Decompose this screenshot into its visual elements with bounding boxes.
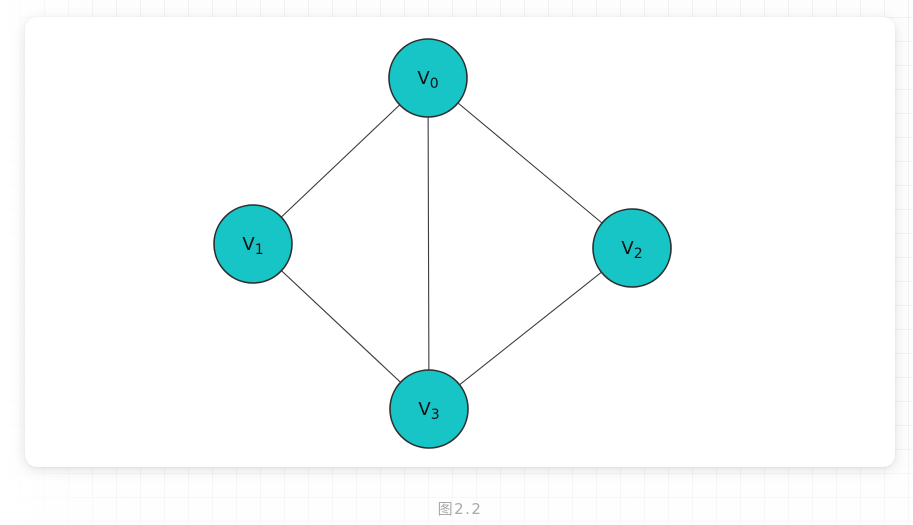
graph-node-circle-v3 xyxy=(389,369,469,449)
graph-edge-v0-v3 xyxy=(427,77,430,410)
graph-node-label-v0: V0 xyxy=(417,68,438,92)
figure-caption: 图2.2 xyxy=(437,500,483,518)
graph-node-v2: V2 xyxy=(592,208,672,288)
graph-node-circle-v0 xyxy=(388,38,468,118)
graph-edge-v2-v3 xyxy=(428,247,633,410)
graph-edge-v0-v2 xyxy=(427,77,633,249)
graph-edge-v1-v3 xyxy=(252,243,430,410)
graph-node-circle-v1 xyxy=(213,204,293,284)
graph-edges-layer xyxy=(252,77,633,410)
graph-node-v0: V0 xyxy=(388,38,468,118)
graph-node-label-v1: V1 xyxy=(242,234,263,258)
graph-node-label-v3: V3 xyxy=(418,399,439,423)
graph-node-label-v2: V2 xyxy=(621,238,642,262)
graph-node-v3: V3 xyxy=(389,369,469,449)
graph-node-v1: V1 xyxy=(213,204,293,284)
graph-node-circle-v2 xyxy=(592,208,672,288)
graph-edge-v0-v1 xyxy=(252,77,429,245)
